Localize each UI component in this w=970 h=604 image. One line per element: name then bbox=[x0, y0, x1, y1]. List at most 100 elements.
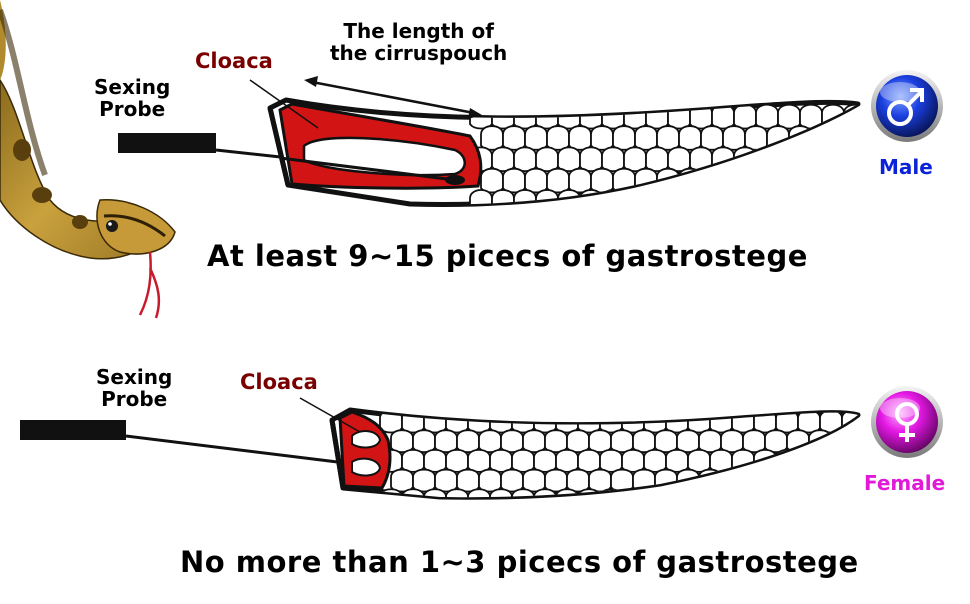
gastrostege-scale bbox=[588, 429, 612, 454]
gastrostege-scale bbox=[612, 125, 636, 151]
gastrostege-scale bbox=[767, 211, 789, 235]
gastrostege-scale bbox=[621, 448, 645, 473]
gastrostege-scale bbox=[643, 488, 667, 498]
gastrostege-scale bbox=[621, 488, 645, 498]
gastrostege-scale bbox=[533, 448, 557, 473]
gastrostege-scale bbox=[720, 429, 744, 454]
gastrostege-scale bbox=[445, 488, 469, 498]
female-cloaca-label: Cloaca bbox=[240, 370, 318, 394]
gastrostege-scale bbox=[513, 146, 537, 173]
gastrostege-scale bbox=[711, 189, 735, 205]
gastrostege-scale bbox=[555, 410, 579, 434]
male-label: Male bbox=[879, 155, 933, 179]
female-caption: No more than 1~3 picecs of gastrostege bbox=[180, 545, 859, 579]
gastrostege-scale bbox=[667, 189, 691, 205]
gastrostege-scale bbox=[821, 189, 845, 205]
pouch-label-line1: The length of bbox=[343, 19, 494, 43]
gastrostege-scale bbox=[877, 211, 899, 235]
female-probe-handle bbox=[20, 420, 126, 440]
male-caption: At least 9~15 picecs of gastrostege bbox=[207, 239, 808, 273]
gastrostege-scale bbox=[401, 488, 425, 498]
gastrostege-scale bbox=[601, 146, 625, 173]
gastrostege-scale bbox=[601, 103, 625, 130]
gastrostege-scale bbox=[524, 125, 548, 151]
gastrostege-scale bbox=[731, 410, 755, 434]
gastrostege-scale bbox=[547, 211, 569, 235]
gastrostege-scale bbox=[599, 448, 623, 473]
gastrostege-scale bbox=[811, 211, 833, 235]
male-probe-label-line2: Probe bbox=[99, 97, 166, 121]
gastrostege-scale bbox=[412, 468, 436, 493]
gastrostege-scale bbox=[789, 211, 811, 235]
gastrostege-scale bbox=[864, 450, 886, 472]
gastrostege-scale bbox=[434, 429, 458, 454]
gastrostege-scale bbox=[590, 167, 614, 194]
gastrostege-scale bbox=[667, 103, 691, 130]
gastrostege-scale bbox=[775, 488, 799, 498]
gastrostege-scale bbox=[643, 448, 667, 473]
gastrostege-scale bbox=[544, 429, 568, 454]
female-gastrostege-scales bbox=[379, 410, 886, 498]
gastrostege-scale bbox=[566, 429, 590, 454]
gastrostege-scale bbox=[722, 125, 746, 151]
gastrostege-scale bbox=[557, 146, 581, 173]
gastrostege-scale bbox=[445, 410, 469, 434]
gastrostege-scale bbox=[491, 146, 515, 173]
gastrostege-scale bbox=[566, 468, 590, 493]
gastrostege-scale bbox=[632, 429, 656, 454]
gastrostege-scale bbox=[709, 410, 733, 434]
gastrostege-scale bbox=[623, 189, 647, 205]
gastrostege-scale bbox=[755, 103, 779, 130]
gastrostege-scale bbox=[777, 103, 801, 130]
gastrostege-scale bbox=[766, 167, 790, 194]
gastrostege-scale bbox=[423, 448, 447, 473]
gastrostege-scale bbox=[401, 410, 425, 434]
gastrostege-scale bbox=[588, 468, 612, 493]
gastrostege-scale bbox=[764, 468, 788, 493]
gastrostege-scale bbox=[634, 125, 658, 151]
gastrostege-scale bbox=[832, 167, 856, 194]
gastrostege-scale bbox=[591, 211, 613, 235]
female-symbol-icon bbox=[871, 386, 943, 458]
gastrostege-scale bbox=[645, 146, 669, 173]
gastrostege-scale bbox=[590, 125, 614, 151]
gastrostege-scale bbox=[654, 429, 678, 454]
gastrostege-scale bbox=[546, 125, 570, 151]
gastrostege-scale bbox=[502, 125, 526, 151]
male-gastrostege-scales bbox=[469, 103, 899, 235]
male-probe-label-line1: Sexing bbox=[94, 75, 171, 99]
gastrostege-scale bbox=[745, 211, 767, 235]
gastrostege-scale bbox=[480, 167, 504, 194]
gastrostege-scale bbox=[601, 189, 625, 205]
male-probe-label: Sexing Probe bbox=[94, 76, 170, 120]
gastrostege-scale bbox=[489, 488, 513, 498]
gastrostege-scale bbox=[797, 488, 821, 498]
gastrostege-scale bbox=[799, 189, 823, 205]
gastrostege-scale bbox=[525, 211, 547, 235]
gastrostege-scale bbox=[742, 468, 766, 493]
male-cloaca-label: Cloaca bbox=[195, 49, 273, 73]
gastrostege-scale bbox=[744, 125, 768, 151]
gastrostege-scale bbox=[613, 211, 635, 235]
gastrostege-scale bbox=[788, 167, 812, 194]
gastrostege-scale bbox=[777, 146, 801, 173]
gastrostege-scale bbox=[843, 189, 858, 205]
gastrostege-scale bbox=[841, 488, 858, 498]
gastrostege-scale bbox=[731, 488, 755, 498]
gastrostege-scale bbox=[723, 211, 745, 235]
gastrostege-scale bbox=[500, 468, 524, 493]
female-probe-label: Sexing Probe bbox=[96, 366, 172, 410]
gastrostege-scale bbox=[546, 167, 570, 194]
female-probe-label-line2: Probe bbox=[101, 387, 168, 411]
gastrostege-scale bbox=[687, 410, 711, 434]
gastrostege-scale bbox=[733, 189, 757, 205]
gastrostege-scale bbox=[819, 448, 843, 473]
gastrostege-scale bbox=[401, 448, 425, 473]
gastrostege-scale bbox=[577, 410, 601, 434]
male-tail-diagram bbox=[118, 76, 899, 235]
gastrostege-scale bbox=[434, 468, 458, 493]
gastrostege-scale bbox=[544, 468, 568, 493]
ball-python-illustration bbox=[0, 0, 176, 319]
gastrostege-scale bbox=[799, 146, 823, 173]
gastrostege-scale bbox=[665, 488, 689, 498]
